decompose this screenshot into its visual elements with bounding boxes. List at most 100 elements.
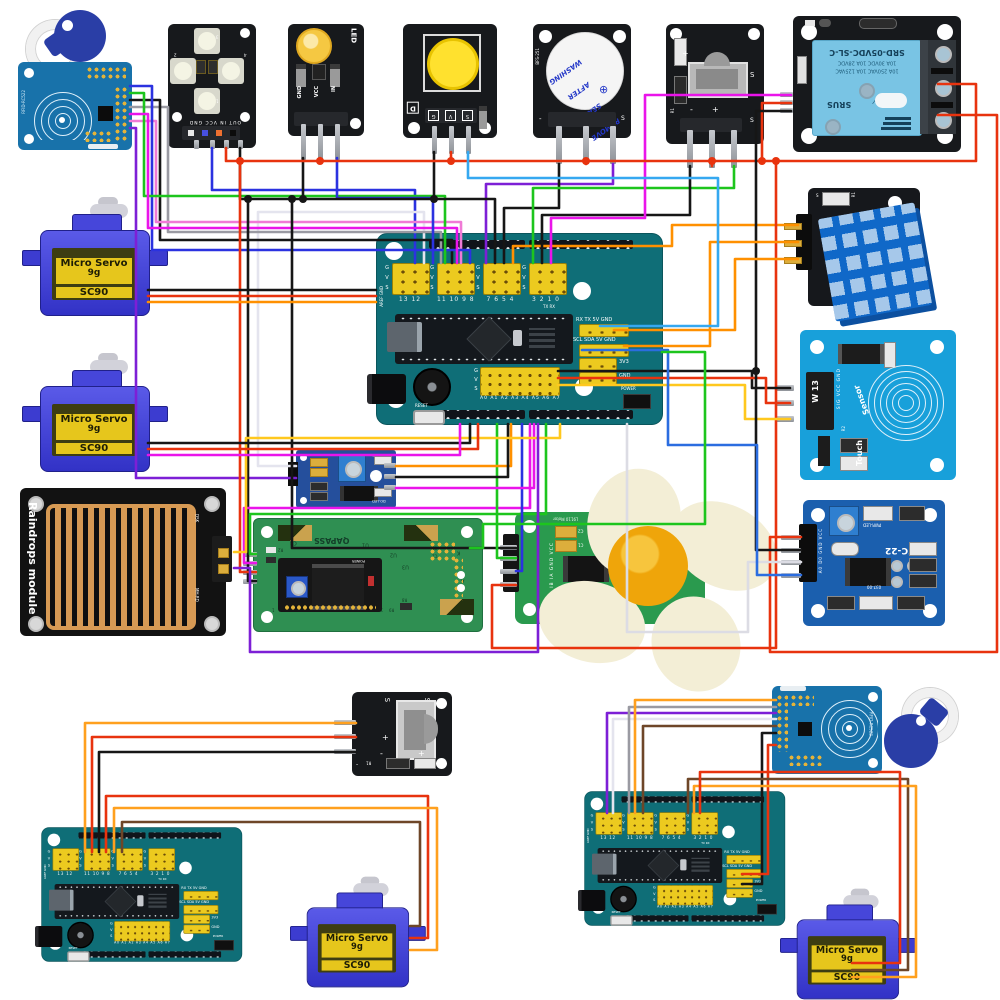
wire-junction <box>752 367 760 375</box>
connector <box>212 536 232 582</box>
connector-pin <box>218 564 229 574</box>
s-label: S <box>621 115 625 122</box>
antenna-arcs <box>30 80 94 140</box>
smd-resistor <box>822 192 850 206</box>
rxtx-header-label: RX TX 5V GND <box>576 317 613 323</box>
pin-label-g: G <box>428 110 439 121</box>
pin-numbers: 13 12 <box>57 871 73 877</box>
smd-part <box>909 542 937 556</box>
mounting-hole <box>461 526 473 538</box>
micro-servo: Micro Servo 9g SC90 <box>22 192 168 327</box>
digital-header-7-4 <box>659 812 686 835</box>
module-pin <box>610 126 616 164</box>
pin-strip <box>78 832 146 839</box>
yellow-led <box>296 28 332 64</box>
pin-row <box>284 604 376 611</box>
logo-oval <box>875 93 907 108</box>
analog-header <box>657 885 714 906</box>
mounting-hole <box>28 616 44 632</box>
d-label: D <box>407 102 419 114</box>
dht11-sensor <box>817 202 933 322</box>
module-pin <box>466 126 471 154</box>
nano-pin-row <box>399 357 569 362</box>
pwr-led-label: PWR-LED <box>863 522 882 528</box>
via <box>891 560 903 572</box>
dc-power-jack <box>35 926 63 947</box>
i2c-header <box>183 905 219 915</box>
txrx-label: TX RX <box>701 841 710 845</box>
servo-label-plate: Micro Servo 9g SC90 <box>317 924 397 973</box>
led-number: 2 <box>174 52 177 58</box>
pin-strip <box>529 240 633 249</box>
plus-label: + <box>682 49 689 58</box>
pin-labels: SIG VCC GND <box>837 368 842 410</box>
module-pin <box>384 485 396 490</box>
silkscreen-box <box>780 686 806 691</box>
pin-numbers: 13 12 <box>398 296 422 303</box>
relay-rating-1: 10A 30VDC 10A 28VDC <box>837 59 897 66</box>
pin-numbers: 7 6 5 4 <box>118 871 139 877</box>
potentiometer <box>338 454 366 482</box>
mounting-hole <box>923 604 937 618</box>
usb-connector <box>49 889 74 911</box>
mounting-hole <box>722 825 735 839</box>
reset-button <box>610 915 633 926</box>
analog-pin-numbers: A0 A1 A2 A3 A4 A5 A6 A7 <box>657 905 714 909</box>
mounting-hole <box>300 497 307 504</box>
pin-label-vcc: VCC <box>314 86 320 98</box>
rfid-keyfob <box>884 714 938 768</box>
rivet <box>825 119 841 135</box>
smd-part <box>805 20 815 26</box>
smd-parts <box>148 893 167 908</box>
module-pin <box>780 108 793 113</box>
logo-stripe <box>881 127 911 130</box>
s-label: S <box>383 697 392 703</box>
mounting-hole <box>436 698 447 709</box>
minus-label: - <box>690 105 693 114</box>
smd-part <box>897 596 925 610</box>
module-pin <box>776 400 794 406</box>
gnd-header <box>183 924 210 934</box>
plus-label: + <box>418 749 425 758</box>
via <box>370 470 382 482</box>
i2c-backpack: POWER <box>278 558 382 612</box>
pin-numbers: 11 10 9 8 <box>84 871 111 877</box>
smd-resistor <box>196 60 206 74</box>
led-dome <box>198 32 216 50</box>
relay-module: SRD-05VDC-SL-C 10A 30VDC 10A 28VDC 10A 2… <box>793 16 961 152</box>
ir-receiver-module-2: S S + - + R1 - <box>352 692 452 776</box>
pot-screw <box>837 514 855 532</box>
pad-grid <box>114 86 128 142</box>
module-pin <box>194 140 199 149</box>
ir-dome <box>704 52 730 66</box>
k-label: K <box>457 549 461 556</box>
mounting-hole <box>868 758 878 768</box>
servo-3: Micro Servo 9g SC90 <box>290 872 426 998</box>
raindrops-title: Raindrops module <box>26 502 40 615</box>
rfid-model-label: RFID-RC522 <box>21 90 26 114</box>
module-pin <box>556 126 562 164</box>
digital-header-11-8 <box>627 812 654 835</box>
ir-receiver-module: + S - + S R1 <box>666 24 764 144</box>
pad-grid <box>84 130 112 142</box>
module-pin <box>243 570 257 575</box>
module-pin <box>334 749 356 754</box>
usb-connector <box>387 322 422 352</box>
mounting-hole <box>436 758 447 769</box>
pin-numbers: 3 2 1 0 <box>150 871 171 877</box>
servo-shaft-nub <box>98 353 118 363</box>
pin1-label: 1 <box>272 607 275 613</box>
rfid-chip <box>798 722 812 736</box>
mounting-hole <box>868 692 878 702</box>
mounting-hole <box>179 861 192 875</box>
analog-header <box>480 367 560 396</box>
analog-pin-numbers: A0 A1 A2 A3 A4 A5 A6 A7 <box>114 941 171 945</box>
aref-label: AREF GND <box>43 864 47 879</box>
minus-label: - <box>380 749 383 758</box>
c3-label: C3 <box>290 539 297 546</box>
